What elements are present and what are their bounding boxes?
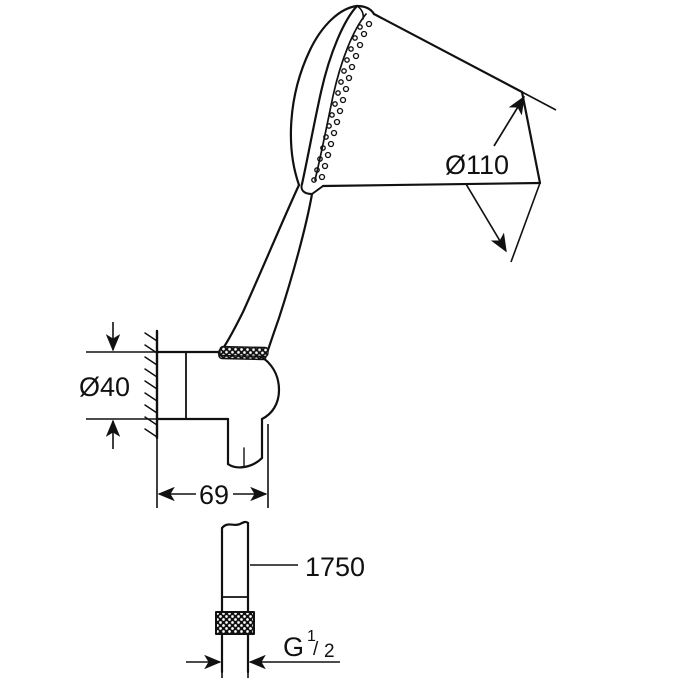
thread-size-denominator: 2: [324, 641, 335, 662]
dimension-bracket-diameter: [86, 322, 157, 449]
hose-knurled-nut: [215, 611, 255, 635]
wall-bracket: [155, 345, 281, 469]
thread-size-slash: /: [313, 639, 319, 660]
thread-size-numerator: 1: [307, 628, 316, 645]
dimension-bracket-projection: [156, 424, 269, 508]
head-diameter-label: Ø110: [445, 150, 509, 180]
dimension-thread-size: [186, 640, 340, 678]
spray-nozzles: [311, 20, 373, 183]
wall-section: [144, 329, 159, 440]
bracket-projection-label: 69: [199, 480, 229, 510]
hose-length-label: 1750: [305, 552, 365, 582]
thread-size-letter: G: [283, 632, 304, 662]
dimension-head-diameter: [465, 91, 557, 263]
shower-handle: [217, 183, 314, 361]
shower-head: [289, 4, 542, 195]
shower-hose: [215, 520, 255, 674]
bracket-diameter-label: Ø40: [79, 372, 130, 402]
